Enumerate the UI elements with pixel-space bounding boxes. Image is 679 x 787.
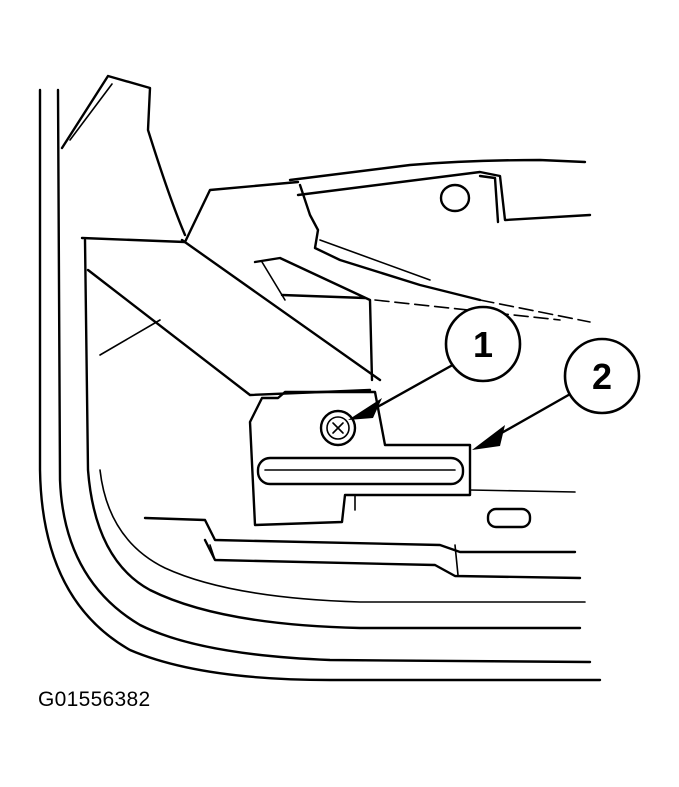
callout-1-circle bbox=[444, 305, 522, 383]
callout-2-number: 2 bbox=[592, 356, 612, 397]
retaining-bolt bbox=[319, 409, 357, 447]
callout-2-circle bbox=[563, 337, 641, 415]
mounting-hole bbox=[439, 183, 471, 213]
window-channel bbox=[288, 158, 592, 302]
callout-2: 2 bbox=[472, 337, 641, 450]
callout-1: 1 bbox=[348, 305, 522, 420]
bracket-slot bbox=[256, 456, 465, 486]
callout-1-arrowhead bbox=[348, 398, 382, 420]
upper-trim bbox=[60, 74, 382, 397]
bracket bbox=[248, 390, 472, 527]
lower-sill bbox=[143, 489, 582, 580]
figure-id-label: G01556382 bbox=[38, 688, 151, 711]
door-panel-outline bbox=[38, 88, 602, 682]
callout-2-arrowhead bbox=[472, 425, 505, 450]
callout-1-number: 1 bbox=[473, 324, 493, 365]
inner-support bbox=[253, 256, 374, 382]
drain-slot bbox=[486, 507, 532, 529]
